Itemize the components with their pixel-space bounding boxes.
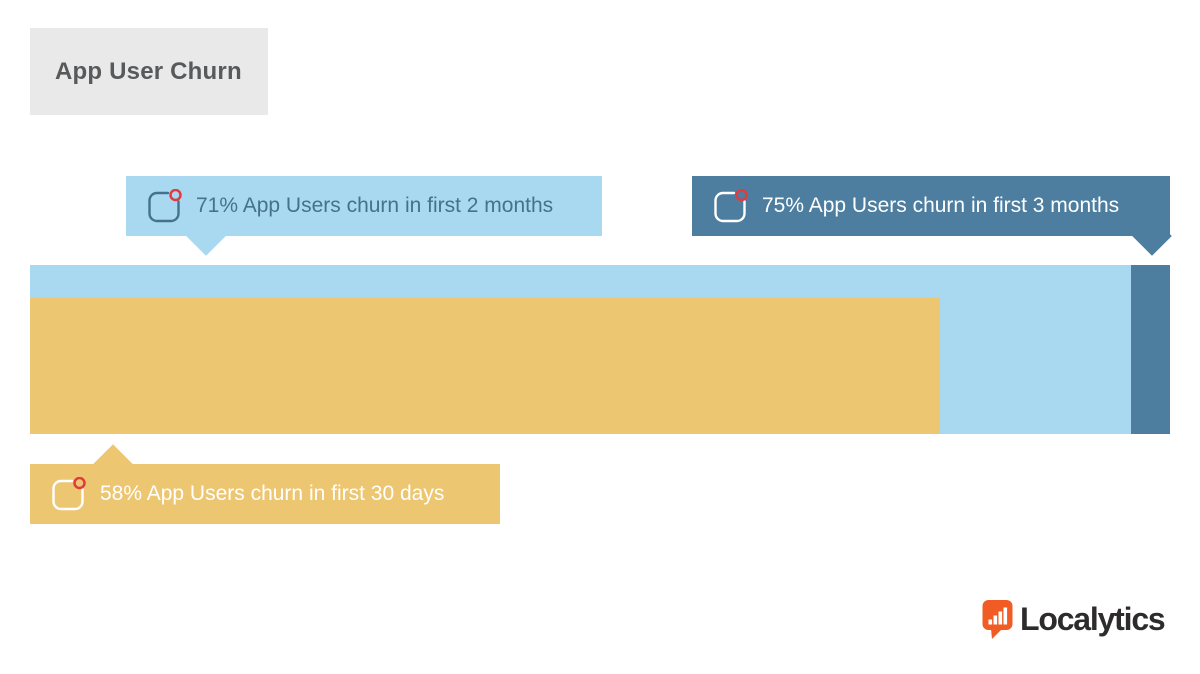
app-notification-icon [52, 476, 86, 510]
app-notification-icon [148, 188, 182, 222]
bar-chart-speech-bubble-icon [982, 600, 1013, 639]
localytics-logo-text: Localytics [1020, 601, 1166, 637]
bar-churn-3-months-segment [1131, 265, 1170, 434]
page-title: App User Churn [55, 57, 242, 85]
notification-dot-icon [169, 188, 182, 201]
callout-2-months-label: 71% App Users churn in first 2 months [196, 194, 554, 217]
callout-3-months: 75% App Users churn in first 3 months [692, 176, 1172, 256]
callout-3-months-pointer [1132, 216, 1172, 256]
callout-2-months-pointer [186, 216, 226, 256]
notification-dot-icon [73, 476, 86, 489]
callout-30-days-label: 58% App Users churn in first 30 days [100, 482, 445, 505]
notification-dot-icon [735, 188, 748, 201]
bar-churn-30-days [30, 298, 940, 434]
callout-3-months-label: 75% App Users churn in first 3 months [762, 194, 1120, 217]
callout-2-months: 71% App Users churn in first 2 months [126, 176, 602, 256]
app-notification-icon [714, 188, 748, 222]
callout-30-days: 58% App Users churn in first 30 days [30, 444, 500, 524]
callout-30-days-pointer [93, 444, 133, 484]
localytics-logo: Localytics [982, 599, 1166, 640]
title-box: App User Churn [30, 28, 268, 115]
